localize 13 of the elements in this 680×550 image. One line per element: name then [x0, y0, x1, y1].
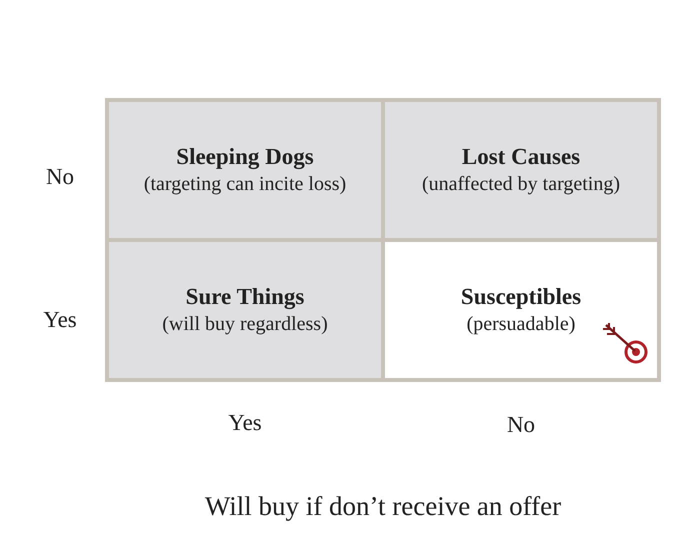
cell-description: (unaffected by targeting) — [422, 172, 620, 198]
row-label: Yes — [43, 306, 77, 334]
cell-heading: Sure Things — [186, 282, 304, 312]
cell-description: (persuadable) — [466, 312, 576, 338]
cell-heading: Lost Causes — [462, 142, 580, 171]
cell-description: (targeting can incite loss) — [144, 172, 346, 198]
cell-heading: Susceptibles — [460, 282, 582, 311]
cell-description: (will buy regardless) — [162, 312, 328, 338]
axis-title: Will buy if don’t receive an offer — [204, 490, 562, 522]
row-label: No — [46, 163, 74, 191]
column-label: Yes — [228, 409, 262, 437]
cell-heading: Sleeping Dogs — [176, 142, 314, 172]
column-label: No — [506, 411, 536, 439]
